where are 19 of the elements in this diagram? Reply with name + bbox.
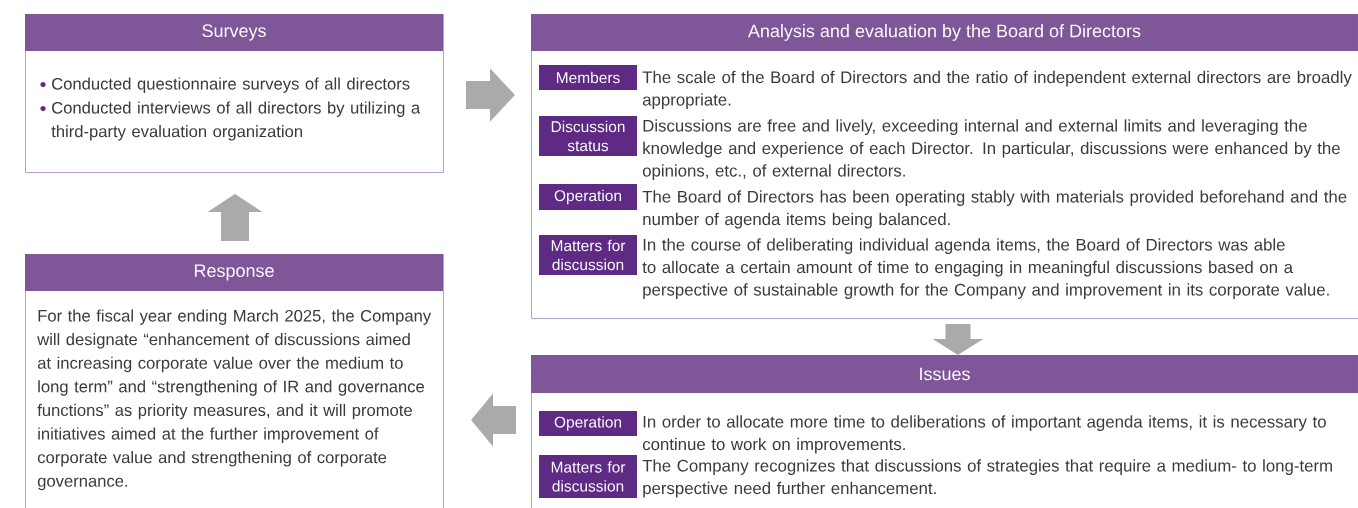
tag-label: Discussion status bbox=[539, 116, 637, 156]
description-text: The scale of the Board of Directors and the ratio of independent external directors are broadly appropriate. bbox=[642, 70, 1352, 109]
body-text: For the fiscal year ending March 2025, the Company will designate “enhancement of discussions aimed at increasing corporate value over the medium to long term” and “strengthening of IR and governance functions” as priority measures, and it will promote initiatives aimed at the further improvement of corporate value and strengthening of corporate governance. bbox=[37, 309, 432, 491]
panel-header: Issues bbox=[531, 355, 1358, 393]
panel-header: Response bbox=[25, 254, 443, 291]
description-text: In order to allocate more time to deliberations of important agenda items, it is necessary to continue to work on improvements. bbox=[642, 415, 1326, 454]
bullet-item: Conducted questionnaire surveys of all directors bbox=[40, 77, 410, 93]
tag-label: Matters for discussion bbox=[539, 235, 637, 275]
description-text: The Board of Directors has been operating stably with materials provided beforehand and the number of agenda items being balanced. bbox=[642, 190, 1347, 229]
bullet-item: Conducted interviews of all directors by utilizing a third-party evaluation organization bbox=[40, 101, 421, 141]
tag-label: Operation bbox=[539, 411, 637, 436]
description-text: The Company recognizes that discussions of strategies that require a medium- to long-term perspective need further enhancement. bbox=[642, 459, 1332, 498]
tag-label: Matters for discussion bbox=[539, 455, 637, 498]
panel-header: Surveys bbox=[25, 14, 443, 51]
panel-header: Analysis and evaluation by the Board of Directors bbox=[531, 14, 1358, 51]
description-text: Discussions are free and lively, exceeding internal and external limits and leveraging the knowledge and experience of each Director. In particular, discussions were enhanced by the opinions, etc., of external directors. bbox=[642, 119, 1340, 180]
description-text: In the course of deliberating individual agenda items, the Board of Directors was able to allocate a certain amount of time to engaging in meaningful discussions based on a perspective of sustainable growth for the Company and improvement in its corporate value. bbox=[642, 238, 1329, 299]
tag-label: Operation bbox=[539, 184, 637, 210]
tag-label: Members bbox=[539, 65, 637, 90]
